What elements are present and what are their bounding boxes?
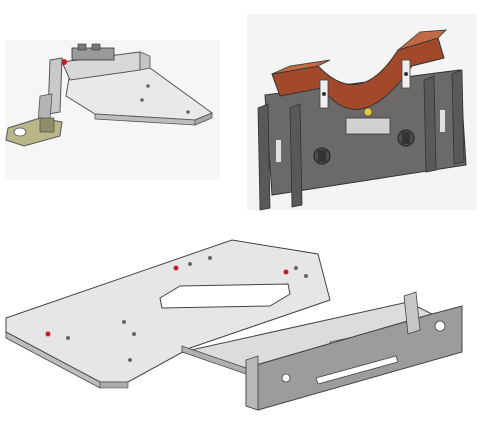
rust-saddle [271, 37, 445, 110]
panel-angled-bracket [5, 40, 220, 180]
center-clamp [345, 117, 391, 135]
panel-saddle-clamp [247, 14, 477, 211]
plate-slot [159, 283, 291, 309]
red-marker [61, 59, 67, 65]
panel-base-plate [5, 239, 463, 411]
